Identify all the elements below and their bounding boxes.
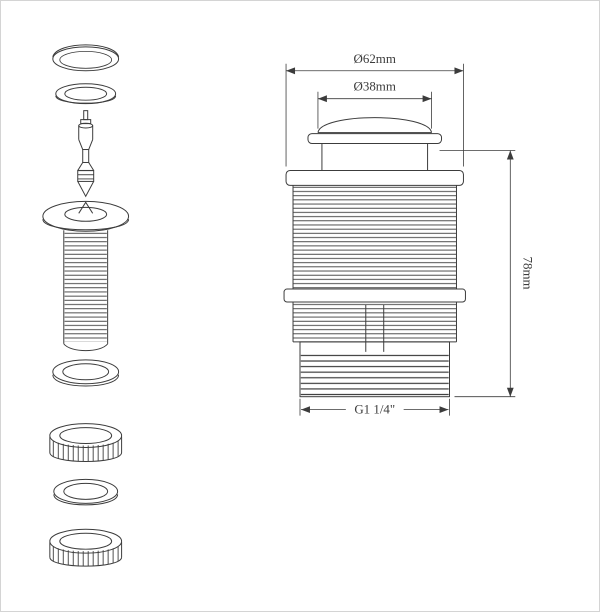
top-diameter-label: Ø62mm — [354, 51, 396, 66]
assembled-view: Ø62mm Ø38mm 78mm G1 1/4" — [283, 51, 535, 417]
mounting-flange — [285, 169, 464, 186]
cap-top — [52, 44, 120, 72]
tailpiece — [293, 341, 457, 398]
dim-height: 78mm — [439, 150, 535, 398]
seal-ring — [55, 83, 117, 105]
backnut-washer — [283, 288, 466, 303]
dim-top-diameter: Ø62mm — [285, 51, 464, 167]
mid-thread-section — [292, 302, 457, 352]
friction-washer — [53, 478, 119, 506]
cap-diameter-label: Ø38mm — [354, 79, 396, 94]
thread-spec-label: G1 1/4" — [354, 402, 395, 417]
lock-nut-upper — [49, 423, 123, 462]
push-cap — [307, 117, 443, 171]
lock-nut-lower — [49, 528, 123, 567]
flange-body — [42, 200, 130, 352]
dim-thread-size: G1 1/4" — [299, 398, 450, 417]
rubber-washer — [52, 359, 120, 387]
lift-rod — [77, 110, 95, 198]
dim-cap-diameter: Ø38mm — [317, 79, 432, 129]
height-label: 78mm — [520, 257, 535, 290]
upper-thread-section — [292, 185, 457, 290]
exploded-view — [42, 44, 130, 567]
